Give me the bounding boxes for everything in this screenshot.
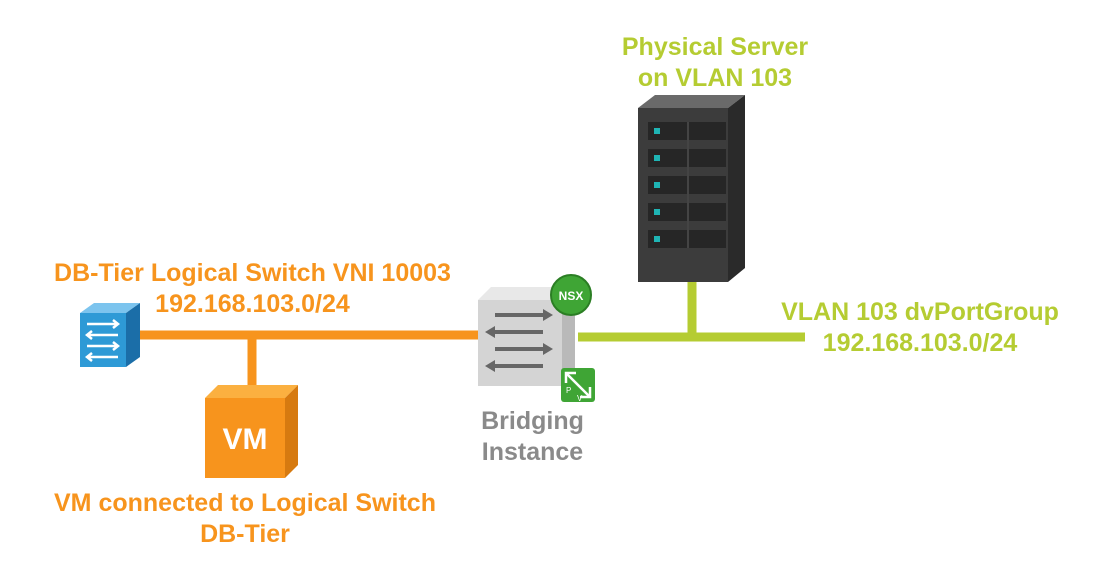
vlan-portgroup-label-line1: VLAN 103 dvPortGroup <box>781 298 1059 326</box>
server-drive-bays <box>648 122 726 248</box>
pv-badge: P V <box>561 368 595 403</box>
physical-server-label-line2: on VLAN 103 <box>637 64 793 92</box>
nsx-badge-text: NSX <box>559 289 584 303</box>
bridging-instance-label-line2: Instance <box>481 438 584 466</box>
logical-switch-label: DB-Tier Logical Switch VNI 10003 192.168… <box>15 258 490 320</box>
logical-switch-line <box>130 330 480 395</box>
pv-badge-p: P <box>566 386 571 395</box>
vm-caption-line2: DB-Tier <box>200 520 290 548</box>
vm-icon: VM <box>205 385 298 478</box>
vlan-portgroup-subnet: 192.168.103.0/24 <box>822 329 1018 357</box>
nsx-badge: NSX <box>550 274 592 316</box>
vm-icon-text: VM <box>223 423 268 456</box>
logical-switch-label-line1: DB-Tier Logical Switch VNI 10003 <box>54 259 451 287</box>
vlan-line <box>578 280 805 342</box>
bridging-arrows <box>485 309 553 372</box>
vm-caption: VM connected to Logical Switch DB-Tier <box>10 488 480 550</box>
physical-server-label: Physical Server on VLAN 103 <box>560 32 870 94</box>
vlan-portgroup-label: VLAN 103 dvPortGroup 192.168.103.0/24 <box>745 297 1095 359</box>
logical-switch-icon <box>80 303 140 367</box>
logical-switch-subnet: 192.168.103.0/24 <box>155 290 350 318</box>
pv-badge-v: V <box>577 394 583 403</box>
physical-server-label-line1: Physical Server <box>621 33 809 61</box>
vm-caption-line1: VM connected to Logical Switch <box>54 489 436 517</box>
bridging-instance-label: Bridging Instance <box>450 406 615 468</box>
physical-server-icon <box>638 95 745 282</box>
bridging-instance-label-line1: Bridging <box>481 407 584 435</box>
